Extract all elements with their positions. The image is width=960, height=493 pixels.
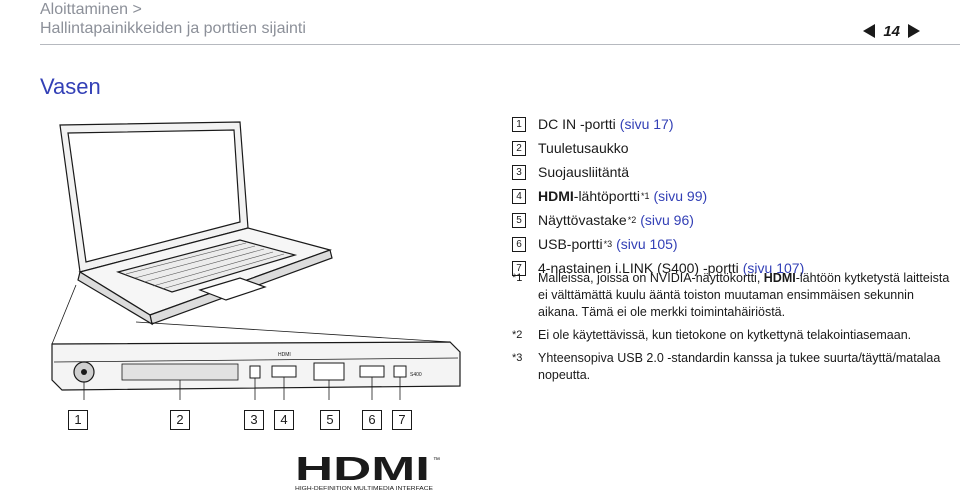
hdmi-logo-tagline: HIGH-DEFINITION MULTIMEDIA INTERFACE <box>295 486 434 492</box>
laptop-drawing <box>59 121 333 326</box>
list-number: 1 <box>512 116 526 132</box>
page-link[interactable]: (sivu 105) <box>616 236 678 252</box>
footnote-text-part: -lähtöön kytketystä laitteista ei välttä… <box>538 271 950 319</box>
list-item: 5 Näyttövastake*2 (sivu 96) <box>512 208 952 232</box>
zoom-lines <box>51 284 451 345</box>
port-list: 1 DC IN -portti (sivu 17) 2 Tuuletusaukk… <box>512 112 952 280</box>
item-label: Tuuletusaukko <box>538 140 629 156</box>
list-number: 6 <box>512 236 526 252</box>
monitor-port-icon <box>313 362 345 381</box>
list-item: 1 DC IN -portti (sivu 17) <box>512 112 952 136</box>
list-item: 6 USB-portti*3 (sivu 105) <box>512 232 952 256</box>
footnote-mark: *2 <box>512 329 523 341</box>
ilink-port-label: S400 <box>410 372 422 378</box>
footnote-text-bold: HDMI <box>763 271 796 285</box>
footnote-text-part: Malleissa, joissa on NVIDIA-näyttökortti… <box>538 271 764 285</box>
footnote-ref: *2 <box>627 215 637 225</box>
callout-1: 1 <box>68 410 88 430</box>
page-link[interactable]: (sivu 99) <box>653 188 708 204</box>
item-label: USB-portti <box>538 236 603 252</box>
callout-6: 6 <box>362 410 382 430</box>
breadcrumb-parent[interactable]: Aloittaminen > <box>40 1 142 18</box>
footnote-mark: *3 <box>512 352 523 364</box>
leader-lines <box>83 377 401 400</box>
header-rule <box>40 44 960 45</box>
footnote-text: Malleissa, joissa on NVIDIA-näyttökortti… <box>538 270 952 321</box>
port-panel: HDMI S400 <box>51 341 461 391</box>
callout-row: 1 2 3 4 5 6 7 <box>60 410 440 434</box>
footnotes: *1 Malleissa, joissa on NVIDIA-näyttökor… <box>512 270 952 390</box>
list-item: 7 4-nastainen i.LINK (S400) -portti (siv… <box>512 256 952 280</box>
list-item: 4 HDMI-lähtöportti*1 (sivu 99) <box>512 184 952 208</box>
callout-7: 7 <box>392 410 412 430</box>
breadcrumb-current: Hallintapainikkeiden ja porttien sijaint… <box>40 20 306 37</box>
item-label-bold: HDMI <box>538 188 574 204</box>
footnote: *1 Malleissa, joissa on NVIDIA-näyttökor… <box>512 270 952 321</box>
list-number: 2 <box>512 140 526 156</box>
page-link[interactable]: (sivu 107) <box>742 260 805 276</box>
callout-5: 5 <box>320 410 340 430</box>
section-heading: Vasen <box>40 74 101 99</box>
hdmi-logo: HDMI ™ HIGH-DEFINITION MULTIMEDIA INTERF… <box>295 450 440 492</box>
item-label: 4-nastainen i.LINK (S400) -portti <box>538 260 739 276</box>
footnote-mark: *1 <box>512 272 523 284</box>
footnote: *3 Yhteensopiva USB 2.0 -standardin kans… <box>512 350 952 384</box>
list-number: 7 <box>512 260 526 276</box>
hdmi-logo-tm: ™ <box>433 457 440 464</box>
page-link[interactable]: (sivu 96) <box>640 212 694 228</box>
breadcrumb: Aloittaminen > Hallintapainikkeiden ja p… <box>40 0 306 38</box>
footnote-text: Ei ole käytettävissä, kun tietokone on k… <box>538 328 912 342</box>
footnote-ref: *1 <box>640 191 650 201</box>
item-label: -lähtöportti <box>573 188 640 204</box>
keyboard-keys <box>125 242 285 290</box>
callout-3: 3 <box>244 410 264 430</box>
security-slot-icon <box>249 365 261 379</box>
list-number: 5 <box>512 212 526 228</box>
hdmi-port-icon <box>271 365 297 378</box>
usb-port-icon <box>359 365 385 378</box>
footnote-text: Yhteensopiva USB 2.0 -standardin kanssa … <box>538 351 941 382</box>
list-number: 4 <box>512 188 526 204</box>
list-item: 2 Tuuletusaukko <box>512 136 952 160</box>
callout-4: 4 <box>274 410 294 430</box>
item-label: Näyttövastake <box>538 212 627 228</box>
callout-2: 2 <box>170 410 190 430</box>
page-number: 14 <box>883 22 900 40</box>
page-link[interactable]: (sivu 17) <box>619 116 674 132</box>
prev-page-arrow-icon[interactable] <box>861 23 877 39</box>
list-number: 3 <box>512 164 526 180</box>
item-label: DC IN -portti <box>538 116 616 132</box>
ilink-port-icon <box>393 365 407 378</box>
hdmi-port-label: HDMI <box>278 352 291 358</box>
vent-icon <box>121 363 239 381</box>
laptop-illustration: HDMI S400 <box>51 121 461 400</box>
footnote: *2 Ei ole käytettävissä, kun tietokone o… <box>512 327 952 344</box>
list-item: 3 Suojausliitäntä <box>512 160 952 184</box>
next-page-arrow-icon[interactable] <box>906 23 922 39</box>
footnote-ref: *3 <box>603 239 613 249</box>
item-label: Suojausliitäntä <box>538 164 630 180</box>
hdmi-logo-wordmark: HDMI <box>295 450 430 487</box>
page-navigation: 14 <box>861 20 922 42</box>
